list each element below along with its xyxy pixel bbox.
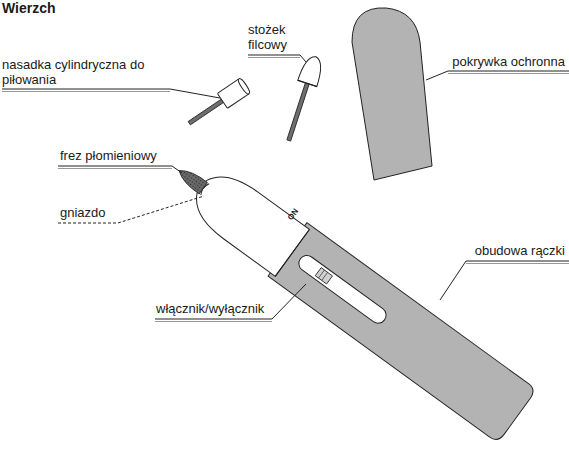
part-label: gniazdo bbox=[60, 205, 106, 220]
handpiece bbox=[160, 144, 537, 443]
protective-cover bbox=[352, 8, 432, 180]
part-label: obudowa rączki bbox=[475, 243, 565, 258]
part-label: nasadka cylindryczna do piłowania bbox=[2, 57, 174, 87]
filing-cylinder bbox=[184, 77, 251, 130]
leader-lines bbox=[2, 55, 569, 322]
part-label: stożek filcowy bbox=[248, 22, 304, 52]
part-label: frez płomieniowy bbox=[60, 148, 157, 163]
part-label: włącznik/wyłącznik bbox=[156, 301, 264, 316]
felt-cone bbox=[279, 54, 325, 144]
part-label: pokrywka ochronna bbox=[452, 54, 565, 69]
heading: Wierzch bbox=[2, 0, 56, 16]
